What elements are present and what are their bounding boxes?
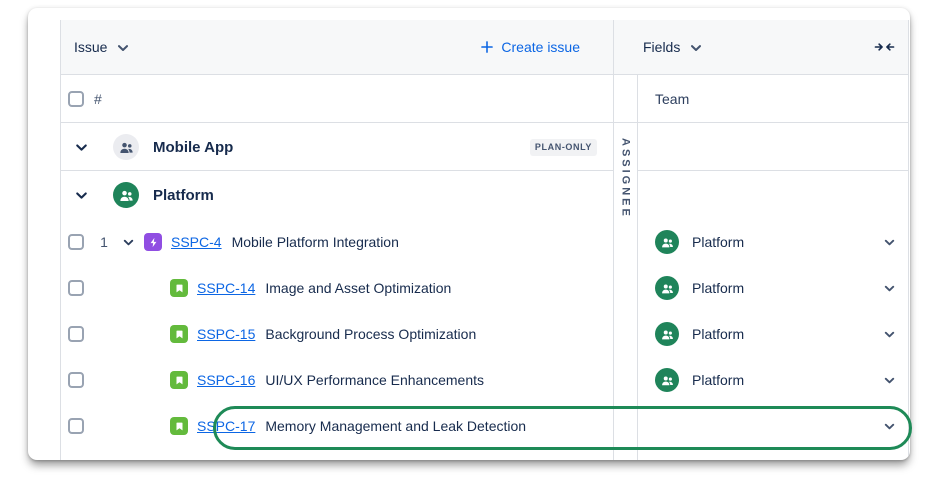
team-cell[interactable]: Platform (637, 311, 909, 357)
fields-panel-header: Fields (613, 20, 909, 74)
table-right-border (908, 20, 909, 460)
issue-row: SSPC-14 Image and Asset Optimization (60, 265, 613, 311)
issue-column-menu[interactable]: Issue (74, 39, 108, 55)
group-divider (637, 170, 909, 171)
collapse-group-icon[interactable] (73, 187, 90, 204)
chevron-down-icon[interactable] (688, 40, 704, 56)
chevron-down-icon[interactable] (882, 235, 897, 250)
chevron-down-icon[interactable] (882, 327, 897, 342)
team-avatar (113, 182, 139, 208)
team-cell[interactable]: Platform (637, 219, 909, 265)
group-row-mobile-app: Mobile App PLAN-ONLY (60, 123, 613, 171)
team-column-header: Team (655, 90, 690, 107)
epic-lightning-icon (144, 233, 162, 251)
row-checkbox[interactable] (68, 234, 84, 250)
team-cell[interactable]: Platform (637, 357, 909, 403)
team-cell-empty[interactable] (637, 403, 909, 449)
assignee-collapsed-column[interactable]: ASSIGNEE (613, 138, 638, 219)
issue-row: SSPC-16 UI/UX Performance Enhancements (60, 357, 613, 403)
assignee-column-label: ASSIGNEE (619, 138, 632, 219)
team-value: Platform (692, 280, 745, 296)
plus-icon (480, 40, 494, 54)
row-rank: 1 (100, 234, 108, 250)
fields-menu[interactable]: Fields (643, 39, 681, 55)
issue-key-link[interactable]: SSPC-17 (197, 418, 256, 434)
team-value: Platform (692, 372, 745, 388)
issue-summary[interactable]: Image and Asset Optimization (265, 280, 452, 296)
row-checkbox[interactable] (68, 326, 84, 342)
issue-summary[interactable]: Memory Management and Leak Detection (265, 418, 527, 434)
story-bookmark-icon (170, 417, 188, 435)
collapse-columns-icon[interactable] (874, 39, 895, 55)
row-checkbox[interactable] (68, 280, 84, 296)
select-all-checkbox[interactable] (68, 90, 84, 107)
story-bookmark-icon (170, 325, 188, 343)
issue-key-link[interactable]: SSPC-15 (197, 326, 256, 342)
people-group-icon (660, 235, 675, 250)
issue-panel-header: Issue Create issue (60, 20, 613, 74)
chevron-down-icon[interactable] (882, 419, 897, 434)
team-avatar (655, 368, 679, 392)
team-avatar (655, 230, 679, 254)
issue-row-highlighted: SSPC-17 Memory Management and Leak Detec… (60, 403, 613, 449)
people-group-icon (118, 139, 135, 156)
chevron-down-icon[interactable] (882, 373, 897, 388)
people-group-icon (660, 281, 675, 296)
collapse-children-icon[interactable] (121, 235, 136, 250)
issue-summary[interactable]: UI/UX Performance Enhancements (265, 372, 485, 388)
table-left-border (60, 20, 61, 460)
issue-row: SSPC-15 Background Process Optimization (60, 311, 613, 357)
collapse-group-icon[interactable] (73, 139, 90, 156)
chevron-down-icon[interactable] (882, 281, 897, 296)
team-avatar (655, 276, 679, 300)
story-bookmark-icon (170, 371, 188, 389)
assignee-fields-divider (637, 75, 638, 460)
group-divider (60, 170, 613, 171)
issue-summary[interactable]: Mobile Platform Integration (231, 234, 399, 250)
issue-key-link[interactable]: SSPC-4 (171, 234, 222, 250)
plan-table: Issue Create issue Fields # Team (60, 20, 909, 460)
team-avatar (113, 134, 139, 160)
plan-table-card: Issue Create issue Fields # Team (28, 8, 910, 460)
issue-subheader-row: # (60, 75, 613, 122)
rank-column-header: # (94, 90, 102, 107)
issue-key-link[interactable]: SSPC-14 (197, 280, 256, 296)
team-value: Platform (692, 326, 745, 342)
issue-summary[interactable]: Background Process Optimization (265, 326, 477, 342)
issue-key-link[interactable]: SSPC-16 (197, 372, 256, 388)
create-issue-button[interactable]: Create issue (480, 39, 580, 55)
group-row-platform: Platform (60, 171, 613, 219)
row-checkbox[interactable] (68, 418, 84, 434)
people-group-icon (660, 327, 675, 342)
story-bookmark-icon (170, 279, 188, 297)
team-avatar (655, 322, 679, 346)
chevron-down-icon[interactable] (115, 40, 131, 56)
issue-row: 1 SSPC-4 Mobile Platform Integration (60, 219, 613, 265)
plan-only-badge: PLAN-ONLY (529, 138, 597, 156)
team-cell[interactable]: Platform (637, 265, 909, 311)
people-group-icon (118, 187, 135, 204)
row-checkbox[interactable] (68, 372, 84, 388)
people-group-icon (660, 373, 675, 388)
group-title: Platform (153, 186, 214, 204)
group-title: Mobile App (153, 138, 234, 156)
create-issue-label: Create issue (501, 39, 580, 55)
subheader-divider (60, 122, 909, 123)
issue-fields-divider (613, 20, 614, 460)
team-value: Platform (692, 234, 745, 250)
